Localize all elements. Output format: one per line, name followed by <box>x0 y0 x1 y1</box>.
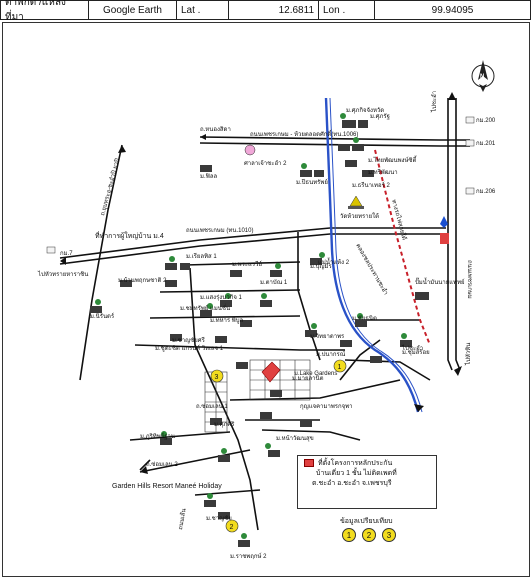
gas-station-icon <box>440 216 449 244</box>
comparison-marker-2-label: 2 <box>230 524 234 531</box>
comparison-marker-1 <box>333 359 347 373</box>
village-label: ม.ภูริทิพย์ฐาน <box>140 432 175 440</box>
label-station: ปั๊มน้ำมันนายแพทย์ <box>415 276 465 286</box>
legend-marker-1: 1 <box>342 528 356 542</box>
label-school: ศาลาเจ้าชะอำ 2 <box>244 160 287 167</box>
village-label: ม.บ้านพฤกษชาติ 2 <box>118 277 167 284</box>
legend-marker-2: 2 <box>362 528 376 542</box>
legend-title: ที่ตั้งโครงการหลักประกัน <box>318 460 393 467</box>
label-project: ม.ชูตะชิต แกรนด์ วิลเลจ 1 <box>155 344 224 352</box>
label-nong-kham: กุญแจคามาพรกจุพา <box>300 403 353 410</box>
label-nop: ม.ฟิลล <box>200 173 218 180</box>
north-arrow-icon: N <box>471 60 495 92</box>
label-soi-2: ถ.ซ่อมเลน 2 <box>146 461 178 468</box>
village-label: ม.ธรีนาเทอร์ 2 <box>352 181 390 189</box>
label-km206: กม.206 <box>476 189 496 195</box>
village-label: ม.นิรันดร์ <box>90 312 115 320</box>
label-road-mid: ถนนเพชรเกษม (ทน.1010) <box>186 227 253 234</box>
lon-label: Lon . <box>319 1 375 19</box>
source-value: Google Earth <box>89 1 177 19</box>
village-label: ม.ศุภกิจจังหวัด <box>346 107 384 114</box>
direction-arrows <box>60 92 462 474</box>
subject-swatch-icon <box>304 459 314 468</box>
location-label: ตำพิกัด /แหล่งที่มา <box>1 0 89 23</box>
label-map-village: ม.มายลานิต <box>292 375 324 382</box>
comparison-marker-2 <box>225 519 239 533</box>
label-garden-hills: Garden Hills Resort Maneé Holiday <box>112 483 222 490</box>
label-to-cha-am-bottom: ไปชะอำ <box>401 344 423 352</box>
km-marker-icons <box>46 116 475 254</box>
label-temple: วัดห้วยทรายใต้ <box>340 212 379 220</box>
label-soi-1: ถ.ซ่อมเลน 1 <box>196 403 228 410</box>
village-label: ม.ชาญชัยศรี <box>172 336 206 344</box>
village-label: ม.ไทยพัฒนพงษ์ซิตี้ <box>368 154 417 164</box>
river-bank <box>329 97 423 413</box>
label-river: แม่น้ำแห้ง 2 <box>318 256 350 266</box>
label-village-4: ที่ทำการผู้ใหญ่บ้าน ม.4 <box>95 231 164 240</box>
village-label: ม.บุญมิร <box>310 263 332 270</box>
map-frame <box>2 22 530 577</box>
river-line <box>324 97 420 413</box>
village-label: ม.ทรีพัฒนา <box>368 168 398 176</box>
village-label: ม.ชมทรัพย์ แมนชั่น <box>180 304 230 312</box>
legend-box: ที่ตั้งโครงการหลักประกัน บ้านเดี่ยว 1 ชั… <box>297 455 437 509</box>
legend-line-2: บ้านเดี่ยว 1 ชั้น ไม่ติดเพดที่ <box>316 470 397 477</box>
similar-label: ข้อมูลเปรียบเทียบ <box>340 518 393 525</box>
village-label: ม.พระแรวีย์ <box>232 260 262 268</box>
label-road-top: ถนนเพชรเกษม - ห้วยตลอดศักดิ์(ทน.1006) <box>250 129 358 138</box>
lat-label: Lat . <box>177 1 229 19</box>
north-letter: N <box>480 74 484 80</box>
school-icon <box>244 144 256 156</box>
label-to-hua-hin: ไปหัวหิน <box>464 343 472 366</box>
village-label: ม.ชาญชัย <box>206 515 232 522</box>
label-nong-sida: ถ.หนองสิดา <box>200 126 231 133</box>
village-label: ม.วิทยาดาพร <box>310 333 345 340</box>
label-to-huai-sai: ไปหัวทรายหาราชิน <box>37 270 88 278</box>
comparison-marker-1-label: 1 <box>338 364 342 371</box>
lat-value: 12.6811 <box>229 1 319 19</box>
label-km7: กม.7 <box>60 251 73 257</box>
label-to-cha-am-top: ไปชะอำ <box>430 91 438 113</box>
label-km201: กม.201 <box>476 141 496 147</box>
village-label: ม.ราชพฤกษ์ 2 <box>230 552 267 560</box>
label-phetkasem: ถนนเพชรเกษม <box>466 260 473 299</box>
house-cluster-icons <box>90 120 429 547</box>
temple-icon <box>348 195 364 209</box>
village-label: ม.ชุ่มสร้อย <box>402 349 430 356</box>
comparison-marker-3-label: 3 <box>215 374 219 381</box>
village-label: ม.ตาบัณ 1 <box>260 279 288 286</box>
village-label: ม.ปีธนทรัพย์ <box>296 178 328 186</box>
village-label: ม.ศุภรัฐ <box>370 113 390 120</box>
village-label: ม.เรียลทิส 1 <box>186 252 217 260</box>
subject-site <box>261 361 281 383</box>
comparison-marker-3 <box>210 369 224 383</box>
label-km-dist: ถนนเส้น <box>177 508 188 531</box>
village-label: ม.ปนากรณ์ <box>316 350 346 358</box>
lon-value: 99.94095 <box>431 4 474 16</box>
village-label: ม.ศุภศิริ <box>214 421 235 428</box>
village-label: ม.แสงรุ่งนวกิจ 1 <box>200 294 243 301</box>
legend-line-3: ต.ชะอำ อ.ชะอำ จ.เพชรบุรี <box>312 480 392 487</box>
label-road-west: ถ.ยุบทระอุ-ชะอำปิ ยาปิ <box>99 157 121 216</box>
label-km200: กม.200 <box>476 118 496 124</box>
legend-line-1: ที่ตั้งโครงการหลักประกัน <box>304 459 430 469</box>
legend-markers: 1 2 3 <box>342 528 396 542</box>
header-bar: ตำพิกัด /แหล่งที่มา Google Earth Lat . 1… <box>0 0 531 23</box>
label-khlong: คลองชลประทานชะอำ <box>354 243 389 297</box>
legend-marker-3: 3 <box>382 528 396 542</box>
tree-icons <box>95 113 407 539</box>
village-label: ม.หน้าวัฒนสุข <box>276 435 314 442</box>
railway-line <box>374 149 431 346</box>
village-label: ม.ชัยธนิต <box>352 315 377 322</box>
label-lake-gardens: ม.Lake Gardens <box>294 371 337 377</box>
village-label: ม.ทหาร พิบูล <box>210 317 244 324</box>
comparison-markers: 1 2 3 <box>210 359 347 533</box>
